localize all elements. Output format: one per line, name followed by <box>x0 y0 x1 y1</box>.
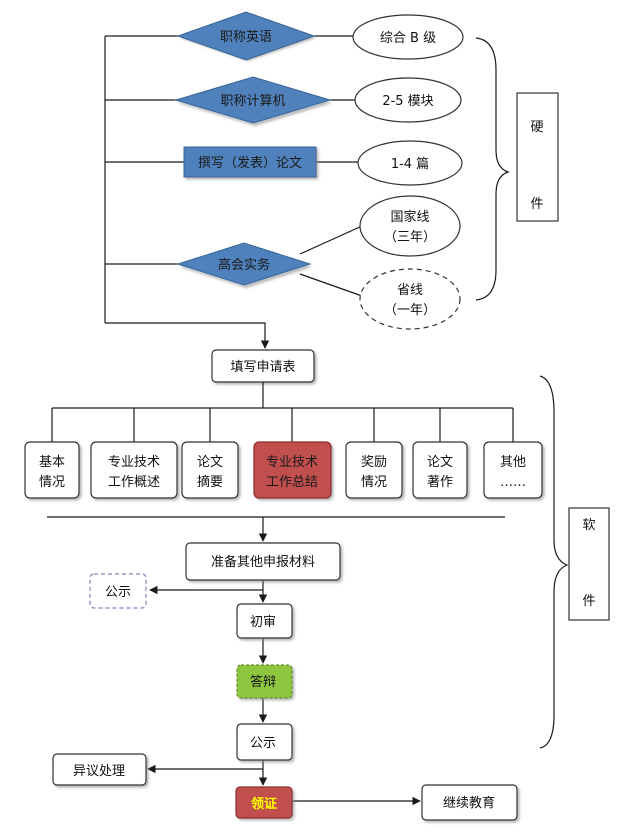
section-publications: 论文 著作 <box>412 441 468 499</box>
hardware-item-paper: 撰写（发表）论文 <box>183 146 317 178</box>
software-brace <box>539 375 569 749</box>
provincial-line-requirement: 省线 （一年） <box>359 268 461 330</box>
section-basic-info-line2: 情况 <box>39 475 65 490</box>
publicity-box-1: 公示 <box>89 573 147 609</box>
objection-handling-box: 异议处理 <box>52 753 147 786</box>
section-other-line1: 其他 <box>500 455 526 470</box>
national-line-text: 国家线 <box>390 209 429 225</box>
section-work-overview-line2: 工作概述 <box>108 475 160 490</box>
application-form-title: 填写申请表 <box>230 360 295 375</box>
section-other: 其他 …… <box>483 441 543 499</box>
section-work-summary: 专业技术 工作总结 <box>253 441 332 499</box>
national-years-text: （三年） <box>384 230 436 245</box>
prepare-materials-box: 准备其他申报材料 <box>185 542 341 581</box>
english-requirement: 综合 B 级 <box>352 14 464 60</box>
hardware-item-practice: 高会实务 <box>176 242 312 286</box>
continuing-education-box: 继续教育 <box>421 784 518 821</box>
paper-label: 撰写（发表）论文 <box>198 155 302 171</box>
section-work-overview: 专业技术 工作概述 <box>90 441 178 499</box>
section-awards: 奖励 情况 <box>345 441 403 499</box>
defense-box: 答辩 <box>236 664 293 699</box>
section-work-summary-line1: 专业技术 <box>266 455 318 470</box>
process-connectors <box>147 517 421 806</box>
english-requirement-text: 综合 B 级 <box>380 31 436 46</box>
section-paper-abstract-line2: 摘要 <box>197 474 223 490</box>
hardware-brace <box>475 37 510 301</box>
continuing-education-text: 继续教育 <box>443 795 495 811</box>
provincial-line-text: 省线 <box>397 283 423 298</box>
hardware-label-char-2: 件 <box>530 197 543 212</box>
objection-handling-text: 异议处理 <box>73 764 125 779</box>
section-publications-line1: 论文 <box>427 455 453 470</box>
application-connectors <box>51 382 514 442</box>
provincial-years-text: （一年） <box>384 303 436 318</box>
paper-requirement: 1-4 篇 <box>357 140 463 186</box>
section-publications-line2: 著作 <box>427 475 453 490</box>
section-awards-line2: 情况 <box>361 475 387 490</box>
section-work-summary-line2: 工作总结 <box>266 475 318 490</box>
application-form-box: 填写申请表 <box>211 349 315 383</box>
computer-requirement-text: 2-5 模块 <box>382 94 433 109</box>
section-paper-abstract-line1: 论文 <box>197 455 223 470</box>
software-label-char-1: 软 <box>582 518 595 533</box>
section-basic-info-line1: 基本 <box>39 455 65 470</box>
hardware-item-computer: 职称计算机 <box>174 76 332 124</box>
paper-requirement-text: 1-4 篇 <box>391 157 429 172</box>
section-basic-info: 基本 情况 <box>24 441 80 499</box>
computer-label: 职称计算机 <box>220 94 285 109</box>
software-label-box: 软 件 <box>568 507 610 621</box>
section-work-overview-line1: 专业技术 <box>108 455 160 470</box>
certificate-text: 领证 <box>251 796 277 812</box>
english-label: 职称英语 <box>220 30 272 45</box>
section-other-line2: …… <box>500 475 526 490</box>
practice-label: 高会实务 <box>218 257 270 273</box>
prepare-materials-text: 准备其他申报材料 <box>211 554 315 570</box>
hardware-label-box: 硬 件 <box>516 92 559 222</box>
publicity-box-2: 公示 <box>236 723 293 761</box>
section-paper-abstract: 论文 摘要 <box>181 441 239 499</box>
hardware-item-english: 职称英语 <box>176 11 316 61</box>
software-label-char-2: 件 <box>582 594 595 609</box>
hardware-label-char-1: 硬 <box>530 120 543 135</box>
national-line-requirement: 国家线 （三年） <box>359 195 461 257</box>
publicity-text-1: 公示 <box>105 585 131 600</box>
initial-review-text: 初审 <box>250 615 276 630</box>
certificate-box: 领证 <box>235 786 293 819</box>
defense-text: 答辩 <box>250 674 276 690</box>
computer-requirement: 2-5 模块 <box>354 77 462 123</box>
section-awards-line1: 奖励 <box>361 455 387 470</box>
hardware-connectors <box>104 35 363 349</box>
publicity-text-2: 公示 <box>250 736 276 751</box>
initial-review-box: 初审 <box>236 603 293 639</box>
